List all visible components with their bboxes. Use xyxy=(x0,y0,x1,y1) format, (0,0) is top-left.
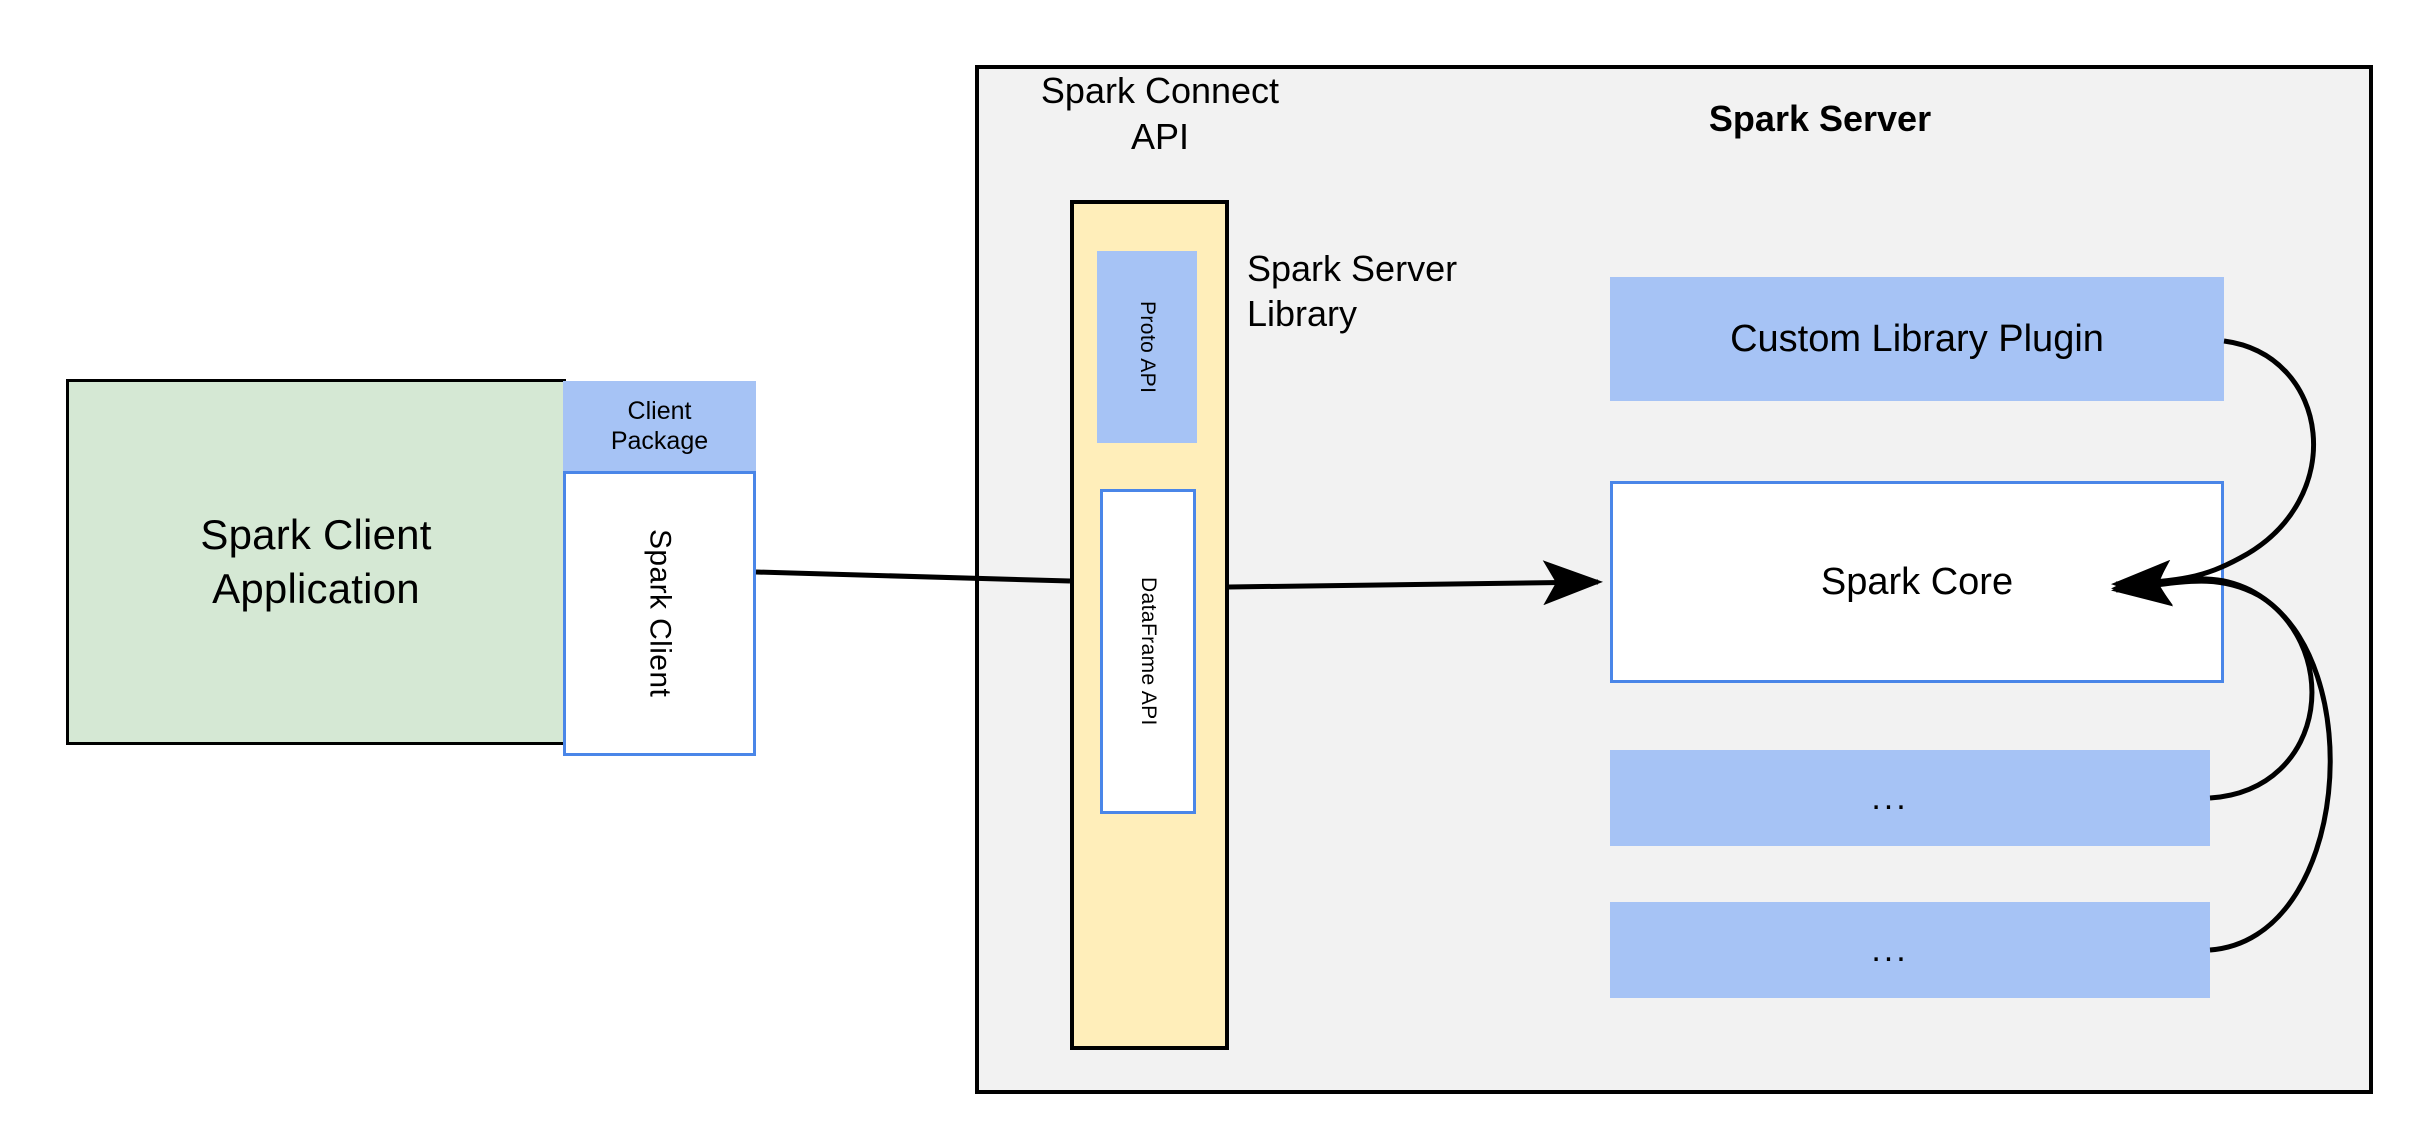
proto-api-label: Proto API xyxy=(1136,300,1159,394)
ellipsis-box-2[interactable]: ... xyxy=(1610,902,2210,998)
spark-client-application-label-line2: Application xyxy=(212,565,420,612)
spark-connect-api-label: Spark Connect API xyxy=(1000,68,1320,160)
spark-server-library-label-line1: Spark Server xyxy=(1247,248,1458,289)
spark-client-label: Spark Client xyxy=(643,529,677,698)
spark-client-box[interactable]: Spark Client xyxy=(563,471,756,756)
custom-library-plugin-box[interactable]: Custom Library Plugin xyxy=(1610,277,2224,401)
ellipsis-box-1[interactable]: ... xyxy=(1610,750,2210,846)
spark-connect-api-label-line1: Spark Connect xyxy=(1040,70,1280,111)
proto-api-box[interactable]: Proto API xyxy=(1097,251,1197,443)
client-package-label-line2: Package xyxy=(610,427,709,455)
ellipsis-label-2: ... xyxy=(1871,930,1909,969)
spark-connect-api-label-line2: API xyxy=(1130,116,1190,158)
dataframe-api-label: DataFrame API xyxy=(1137,577,1160,726)
spark-core-box[interactable]: Spark Core xyxy=(1610,481,2224,683)
custom-library-plugin-label: Custom Library Plugin xyxy=(1730,317,2104,360)
spark-client-application-box[interactable]: Spark Client Application xyxy=(66,379,566,745)
client-package-label-line1: Client xyxy=(627,397,692,425)
dataframe-api-box[interactable]: DataFrame API xyxy=(1100,489,1196,814)
spark-core-label: Spark Core xyxy=(1820,560,2014,603)
spark-server-library-label-line2: Library xyxy=(1247,293,1358,335)
ellipsis-label-1: ... xyxy=(1871,778,1909,817)
spark-server-library-label: Spark Server Library xyxy=(1247,246,1567,337)
spark-client-application-label-line1: Spark Client xyxy=(200,511,432,559)
client-package-box[interactable]: Client Package xyxy=(563,381,756,471)
spark-server-title: Spark Server xyxy=(1708,98,1932,139)
